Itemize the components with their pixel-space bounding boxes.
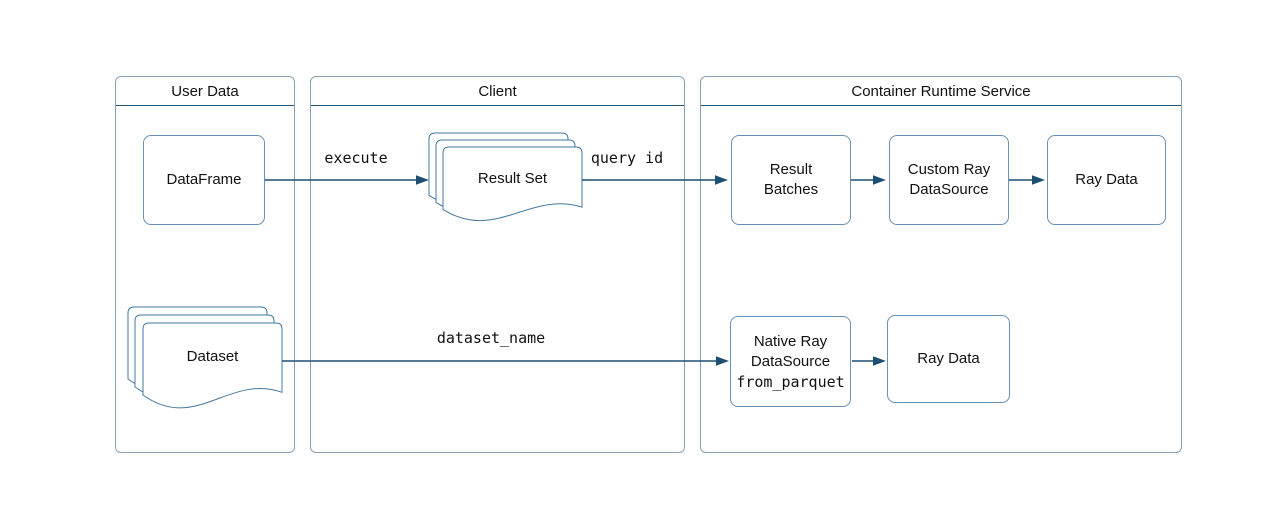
container-runtime-service-header: Container Runtime Service (701, 77, 1181, 106)
node-custom-ray-datasource: Custom Ray DataSource (889, 135, 1009, 225)
node-native-ray-datasource-label: Native Ray DataSource (750, 332, 831, 370)
container-client-header: Client (311, 77, 684, 106)
node-ray-data-top: Ray Data (1047, 135, 1166, 225)
container-client: Client (310, 76, 685, 453)
node-result-batches-label: Result Batches (763, 161, 819, 198)
node-result-batches: Result Batches (731, 135, 851, 225)
edge-label-query-id: query id (590, 149, 664, 167)
container-runtime-service-title: Container Runtime Service (851, 82, 1031, 100)
node-ray-data-bottom: Ray Data (887, 315, 1010, 403)
container-user-data-header: User Data (116, 77, 294, 106)
node-ray-data-top-label: Ray Data (1075, 171, 1138, 188)
node-native-ray-datasource-code-label: from_parquet (736, 372, 845, 391)
container-user-data: User Data (115, 76, 295, 453)
container-client-title: Client (478, 82, 517, 100)
node-dataframe: DataFrame (143, 135, 265, 225)
container-user-data-title: User Data (171, 82, 239, 100)
node-custom-ray-datasource-label: Custom Ray DataSource (907, 161, 991, 198)
edge-label-execute: execute (324, 149, 388, 167)
node-ray-data-bottom-label: Ray Data (917, 350, 980, 367)
node-result-set-label: Result Set (477, 169, 548, 187)
node-dataset-label: Dataset (186, 347, 239, 365)
node-dataframe-label: DataFrame (166, 171, 242, 188)
node-native-ray-datasource: Native Ray DataSource from_parquet (730, 316, 851, 407)
edge-label-dataset-name: dataset_name (436, 329, 546, 347)
